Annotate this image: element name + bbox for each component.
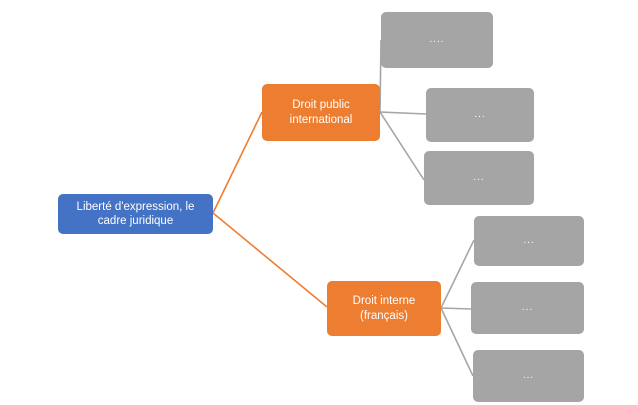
node-branch-1-label: Droit public international [289, 99, 353, 126]
connector-branch-2-to-leaf-3 [440, 307, 474, 377]
connector-branch-2-to-leaf-1 [440, 239, 475, 309]
node-leaf-branch-1-item-2-label: ... [474, 108, 486, 120]
node-leaf-branch-1-item-3[interactable]: ... [424, 151, 534, 205]
connector-root-to-branch-1 [212, 111, 263, 214]
node-branch-2-label: Droit interne (français) [352, 295, 416, 322]
node-leaf-branch-2-item-2[interactable]: ... [471, 282, 584, 334]
node-leaf-branch-2-item-2-label: ... [521, 301, 534, 313]
connector-branch-1-to-leaf-2 [379, 111, 427, 115]
connector-branch-2-to-leaf-2 [440, 307, 472, 310]
node-leaf-branch-2-item-3-label: ... [522, 369, 535, 381]
node-leaf-branch-2-item-3[interactable]: ... [473, 350, 584, 402]
connector-root-to-branch-2 [212, 212, 328, 308]
node-leaf-branch-1-item-1-label: .... [429, 33, 445, 45]
node-leaf-branch-2-item-1-label: ... [523, 234, 535, 246]
node-leaf-branch-2-item-1[interactable]: ... [474, 216, 584, 266]
node-leaf-branch-1-item-2[interactable]: ... [426, 88, 534, 142]
connector-branch-1-to-leaf-3 [379, 111, 425, 181]
node-branch-droit-interne-francais[interactable]: Droit interne (français) [327, 281, 441, 336]
node-leaf-branch-1-item-3-label: ... [473, 171, 485, 183]
node-root[interactable]: Liberté d'expression, le cadre juridique [58, 194, 213, 234]
node-leaf-branch-1-item-1[interactable]: .... [381, 12, 493, 68]
node-root-label: Liberté d'expression, le cadre juridique [76, 200, 195, 227]
node-branch-droit-public-international[interactable]: Droit public international [262, 84, 380, 141]
